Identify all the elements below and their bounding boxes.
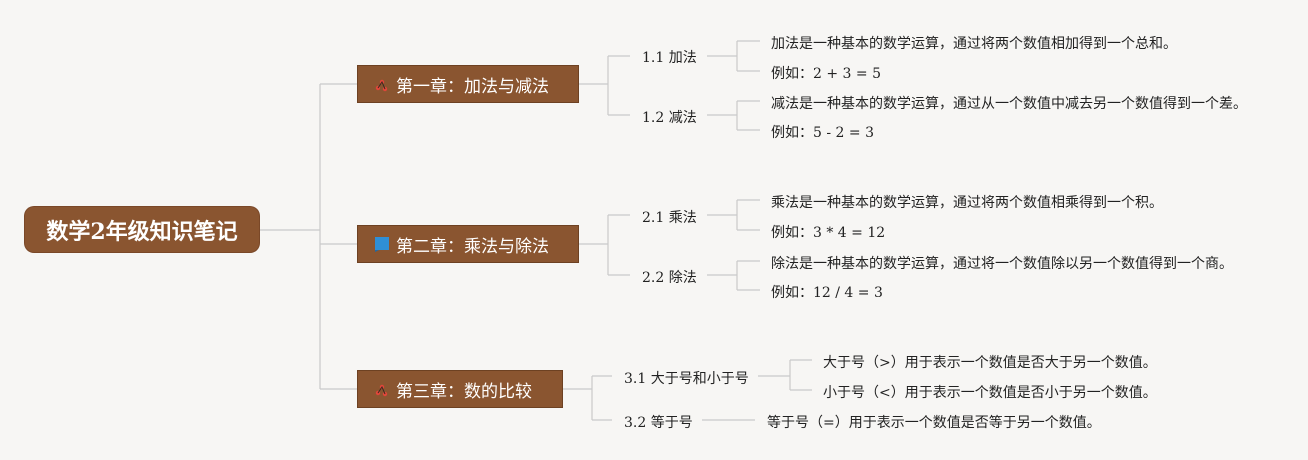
note-text: 例如：12 / 4 = 3 [771, 285, 883, 301]
chapter-label-2: 第二章：乘法与除法 [396, 236, 549, 257]
note-node[interactable]: 例如：3 * 4 = 12 [771, 222, 885, 242]
note-node[interactable]: 小于号（<）用于表示一个数值是否小于另一个数值。 [823, 382, 1157, 402]
note-node[interactable]: 减法是一种基本的数学运算，通过从一个数值中减去另一个数值得到一个差。 [771, 93, 1247, 113]
note-node[interactable]: 等于号（=）用于表示一个数值是否等于另一个数值。 [767, 412, 1101, 432]
note-node[interactable]: 例如：2 + 3 = 5 [771, 63, 881, 83]
blue-flag-icon [372, 234, 392, 254]
note-text: 加法是一种基本的数学运算，通过将两个数值相加得到一个总和。 [771, 36, 1177, 52]
note-text: 除法是一种基本的数学运算，通过将一个数值除以另一个数值得到一个商。 [771, 256, 1233, 272]
ladybug-icon [372, 74, 392, 94]
chapter-label-3: 第三章：数的比较 [396, 381, 532, 402]
root-label: 数学2年级知识笔记 [46, 218, 238, 245]
section-label: 2.1 乘法 [642, 210, 697, 226]
note-text: 等于号（=）用于表示一个数值是否等于另一个数值。 [767, 415, 1101, 431]
note-node[interactable]: 例如：12 / 4 = 3 [771, 282, 883, 302]
note-node[interactable]: 乘法是一种基本的数学运算，通过将两个数值相乘得到一个积。 [771, 192, 1163, 212]
note-text: 例如：5 - 2 = 3 [771, 125, 874, 141]
note-text: 例如：3 * 4 = 12 [771, 225, 886, 241]
chapter-label-1: 第一章：加法与减法 [396, 76, 549, 97]
note-node[interactable]: 例如：5 - 2 = 3 [771, 122, 874, 142]
chapter-node-2[interactable]: 第二章：乘法与除法 [358, 226, 578, 262]
section-label: 3.2 等于号 [624, 415, 693, 431]
note-text: 乘法是一种基本的数学运算，通过将两个数值相乘得到一个积。 [771, 195, 1163, 211]
ladybug-icon [372, 379, 392, 399]
chapter-node-1[interactable]: 第一章：加法与减法 [358, 66, 578, 102]
note-text: 例如：2 + 3 = 5 [771, 66, 881, 82]
note-node[interactable]: 除法是一种基本的数学运算，通过将一个数值除以另一个数值得到一个商。 [771, 253, 1233, 273]
note-text: 小于号（<）用于表示一个数值是否小于另一个数值。 [823, 385, 1157, 401]
note-node[interactable]: 大于号（>）用于表示一个数值是否大于另一个数值。 [823, 352, 1157, 372]
section-label: 2.2 除法 [642, 270, 697, 286]
section-node-3-2[interactable]: 3.2 等于号 [624, 412, 693, 432]
section-node-2-2[interactable]: 2.2 除法 [642, 267, 697, 287]
root-node[interactable]: 数学2年级知识笔记 [25, 207, 259, 252]
note-text: 减法是一种基本的数学运算，通过从一个数值中减去另一个数值得到一个差。 [771, 96, 1247, 112]
section-node-3-1[interactable]: 3.1 大于号和小于号 [624, 368, 749, 388]
chapter-node-3[interactable]: 第三章：数的比较 [358, 371, 562, 407]
section-node-2-1[interactable]: 2.1 乘法 [642, 207, 697, 227]
note-node[interactable]: 加法是一种基本的数学运算，通过将两个数值相加得到一个总和。 [771, 33, 1177, 53]
section-node-1-2[interactable]: 1.2 减法 [642, 107, 697, 127]
section-label: 1.2 减法 [642, 110, 697, 126]
section-label: 1.1 加法 [642, 50, 697, 66]
note-text: 大于号（>）用于表示一个数值是否大于另一个数值。 [823, 355, 1157, 371]
section-label: 3.1 大于号和小于号 [624, 371, 749, 387]
section-node-1-1[interactable]: 1.1 加法 [642, 47, 697, 67]
